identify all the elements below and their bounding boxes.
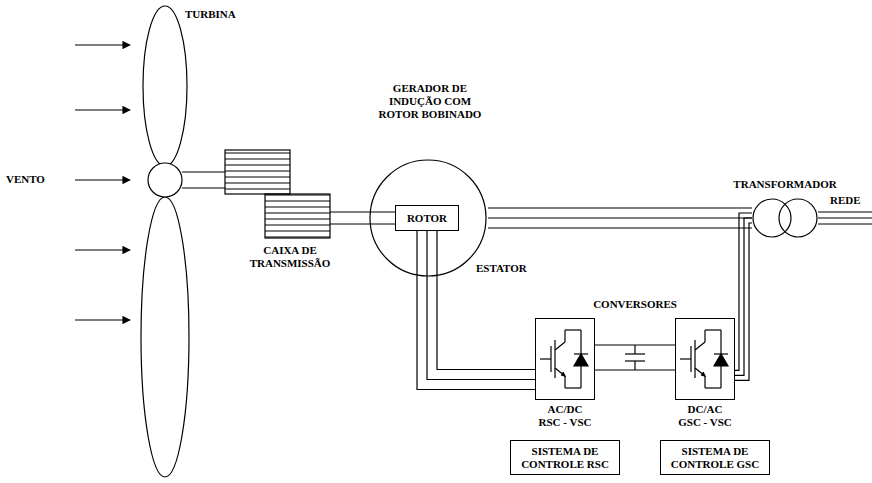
converter-box: DC/AC GSC - VSC xyxy=(675,318,735,400)
turbine-blade xyxy=(143,6,187,166)
turbine-hub xyxy=(148,163,182,197)
wire xyxy=(427,231,535,380)
wire-connector xyxy=(735,213,752,380)
wind-arrow xyxy=(75,109,130,110)
wire xyxy=(488,227,752,228)
gear-upper xyxy=(225,150,290,194)
wire-connector xyxy=(417,231,535,390)
node-text: AC/DC RSC - VSC xyxy=(536,403,594,429)
shaft xyxy=(182,172,225,173)
converters-label: CONVERSORES xyxy=(580,298,690,311)
shaft xyxy=(182,188,225,189)
wire xyxy=(488,207,752,208)
generator-outline xyxy=(368,158,488,278)
transformer: TRANSFORMADOR xyxy=(730,178,840,238)
shaft xyxy=(330,224,395,225)
wind-arrow xyxy=(75,44,130,45)
wire xyxy=(595,344,675,345)
wire xyxy=(488,217,752,218)
node-text: ROTOR xyxy=(400,212,454,225)
transformer-symbol xyxy=(752,198,820,238)
wind-arrows xyxy=(75,45,130,320)
rotor-box: ROTOR xyxy=(395,205,459,231)
wire xyxy=(417,231,535,390)
control-box: SISTEMA DE CONTROLE RSC xyxy=(510,440,620,475)
transformer-winding xyxy=(779,199,817,237)
gear-lower xyxy=(265,194,330,238)
wind-arrow xyxy=(75,249,130,250)
wind-arrow xyxy=(75,179,130,180)
node-text: SISTEMA DE CONTROLE RSC xyxy=(515,445,615,471)
generator-circle: GERADOR DE INDUÇÃO COM ROTOR BOBINADO ROT… xyxy=(355,82,505,280)
transformer-winding xyxy=(753,199,791,237)
node-text: GERADOR DE INDUÇÃO COM ROTOR BOBINADO xyxy=(374,82,486,121)
wire-connector xyxy=(595,345,675,370)
node-text: SISTEMA DE CONTROLE GSC xyxy=(665,445,765,471)
turbine-blade xyxy=(141,197,189,477)
stator-label: ESTATOR xyxy=(476,262,556,275)
shaft xyxy=(330,212,395,213)
control-box: SISTEMA DE CONTROLE GSC xyxy=(660,440,770,475)
generator-circle xyxy=(370,160,486,276)
wind-label: VENTO xyxy=(6,173,66,186)
gearbox-label: CAIXA DE TRANSMISSÃO xyxy=(240,244,340,270)
turbine-label: TURBINA xyxy=(185,8,265,21)
node-text: TRANSFORMADOR xyxy=(730,178,840,191)
wire-connector xyxy=(488,208,752,228)
igbt-diode-symbol xyxy=(540,330,588,388)
node-text: DC/AC GSC - VSC xyxy=(676,403,734,429)
wire xyxy=(595,369,675,370)
grid-label: REDE xyxy=(830,194,872,207)
wind-arrow xyxy=(75,319,130,320)
wire xyxy=(735,223,752,380)
dc-link-capacitor xyxy=(625,345,645,370)
converter-box: AC/DC RSC - VSC xyxy=(535,318,595,400)
grid-lines xyxy=(818,212,872,224)
wire xyxy=(437,231,535,370)
igbt-diode-symbol xyxy=(680,330,728,388)
